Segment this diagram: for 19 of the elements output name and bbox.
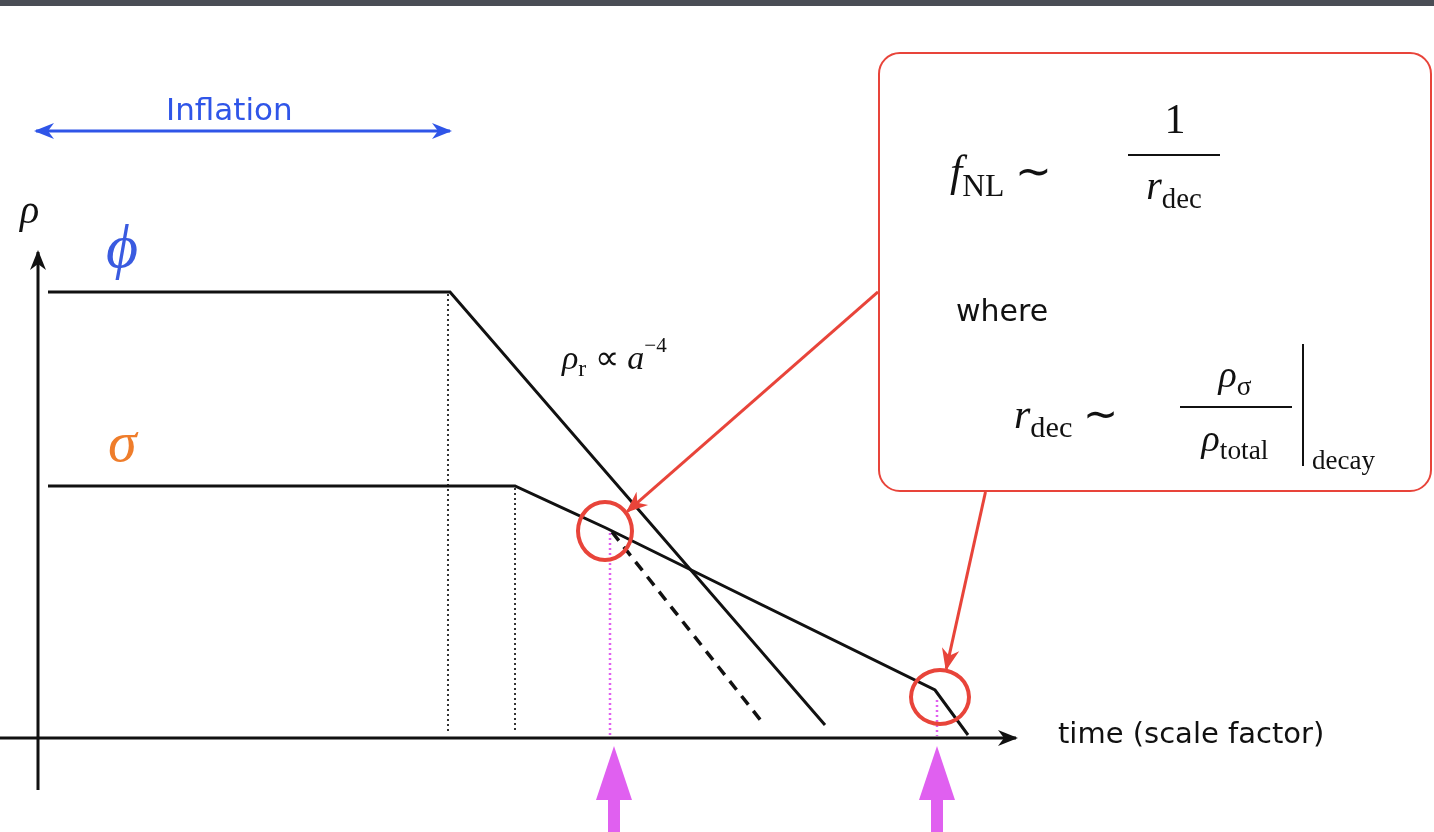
formula-text: f$_{NL}$ ∼ (950, 148, 1053, 204)
axis-label: time (scale factor) (1058, 718, 1325, 750)
formula-text: r$_{dec}$ ∼ (1014, 391, 1118, 445)
field-label: ϕ (106, 212, 139, 281)
field-label: σ (108, 410, 137, 474)
fraction-denominator: ρ$_{total}$ (1199, 418, 1270, 466)
highlight-circle (576, 500, 634, 562)
highlight-circle (909, 668, 971, 726)
scaling-formula: ρ$_{r}$ ∝ a$^{−4}$ (562, 334, 667, 382)
fraction-denominator: r$_{dec}$ (1145, 164, 1203, 215)
arrow (625, 290, 879, 513)
fraction-numerator: 1 (1163, 96, 1187, 143)
arrow (942, 491, 987, 671)
where-text: where (956, 294, 1049, 327)
axis-label: ρ (20, 188, 40, 232)
evaluation-subscript: decay (1312, 446, 1375, 476)
callout-box (878, 52, 1432, 492)
fraction-numerator: ρ$_{σ}$ (1216, 354, 1253, 402)
phase-label: Inflation (166, 92, 293, 127)
